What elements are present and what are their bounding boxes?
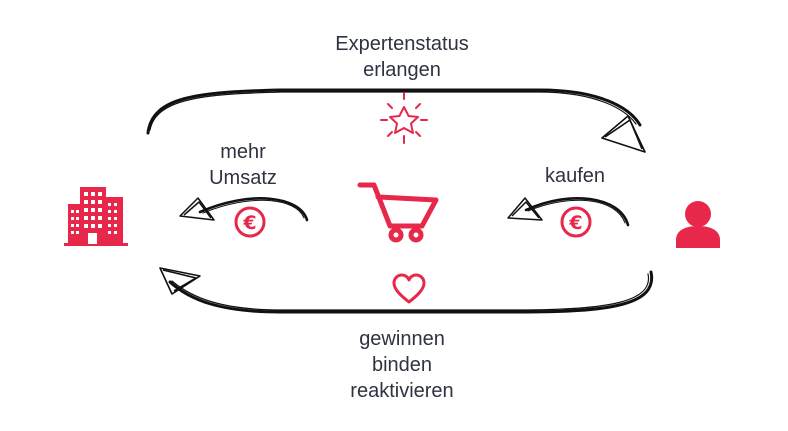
label-line: gewinnen bbox=[359, 328, 445, 350]
label-more-revenue: mehr Umsatz bbox=[188, 139, 298, 191]
euro-coin-icon-left: € bbox=[234, 206, 266, 238]
right-small-arrow bbox=[524, 197, 630, 227]
sparkling-star-icon bbox=[380, 92, 428, 144]
svg-text:€: € bbox=[568, 212, 582, 234]
bottom-arrowhead bbox=[159, 267, 201, 295]
label-line: erlangen bbox=[363, 59, 441, 81]
label-line: Expertenstatus bbox=[335, 33, 469, 55]
person-icon bbox=[676, 201, 720, 248]
label-line: kaufen bbox=[544, 165, 606, 187]
shopping-cart-icon bbox=[357, 182, 439, 243]
top-arrowhead bbox=[601, 115, 646, 153]
label-buy: kaufen bbox=[520, 163, 630, 189]
label-line: reaktivieren bbox=[350, 380, 454, 402]
right-small-arrowhead bbox=[507, 197, 543, 221]
office-building-icon bbox=[64, 187, 128, 246]
svg-text:€: € bbox=[242, 212, 256, 234]
top-cycle-arrow bbox=[146, 88, 642, 135]
heart-icon bbox=[392, 273, 426, 304]
label-expert-status: Expertenstatus erlangen bbox=[302, 31, 502, 83]
label-line: Umsatz bbox=[209, 167, 277, 189]
euro-coin-icon-right: € bbox=[560, 206, 592, 238]
label-line: binden bbox=[371, 354, 433, 376]
label-win-bind-reactivate: gewinnen binden reaktivieren bbox=[312, 326, 492, 404]
bottom-cycle-arrow bbox=[168, 270, 654, 314]
label-line: mehr bbox=[220, 141, 266, 163]
left-small-arrow bbox=[198, 197, 309, 222]
left-small-arrowhead bbox=[179, 197, 215, 221]
